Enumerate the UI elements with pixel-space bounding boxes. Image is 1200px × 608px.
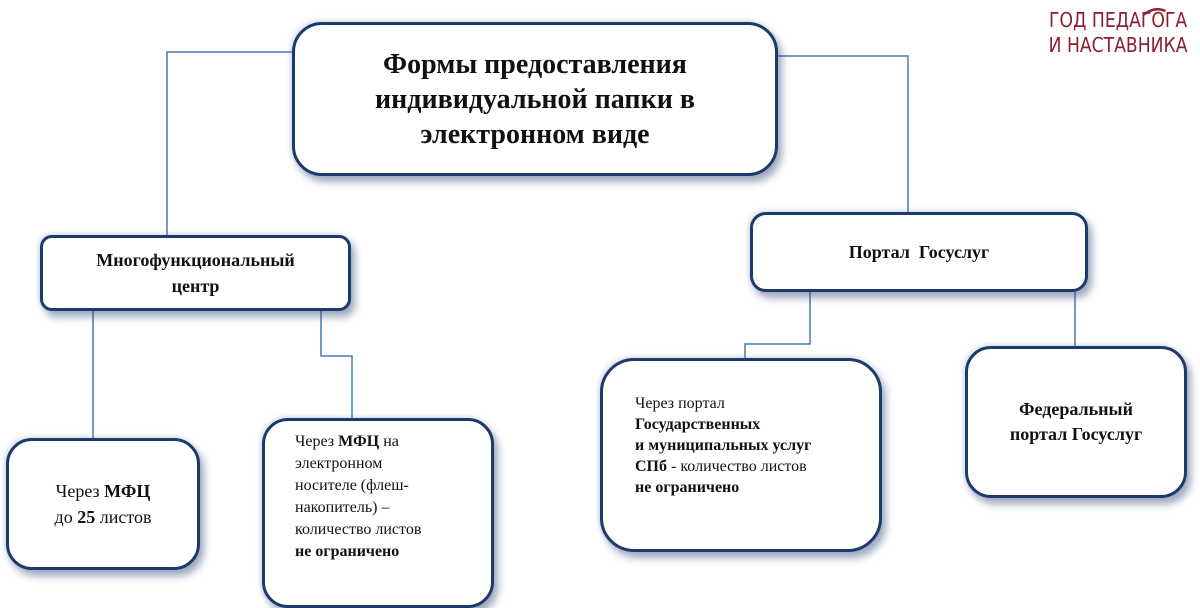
title-line-2: индивидуальной папки в [375, 83, 695, 115]
connector-portal-option-a [744, 292, 811, 358]
connector-title-portal [778, 55, 909, 212]
mfc-electronic-line-5: количество листов [295, 521, 422, 538]
logo-line-2: И НАСТАВНИКА [1049, 33, 1188, 57]
mfc-branch-box: Многофункциональный центр [40, 235, 351, 311]
mfc-electronic-line-2: электронном [295, 455, 383, 472]
mfc-electronic-option-box: Через МФЦ на электронном носителе (флеш-… [262, 418, 494, 608]
mfc-label-line-1: Многофункциональный [96, 250, 295, 270]
mfc-label-line-2: центр [171, 276, 220, 296]
portal-label: Портал Госуслуг [848, 241, 990, 262]
spb-portal-option-box: Через портал Государственных и муниципал… [600, 358, 882, 552]
mfc-paper-option-box: Через МФЦ до 25 листов [6, 438, 200, 570]
spb-portal-line-5: не ограничено [635, 479, 740, 496]
connector-mfc-option-b [320, 311, 353, 418]
title-line-1: Формы предоставления [383, 48, 687, 80]
spb-portal-line-1: Через портал [635, 395, 725, 412]
federal-portal-line-2: портал Госуслуг [1009, 424, 1143, 444]
spb-portal-line-4: СПб - количество листов [635, 458, 807, 475]
title-line-3: электронном виде [420, 118, 650, 150]
portal-branch-box: Портал Госуслуг [750, 212, 1088, 292]
mfc-electronic-line-6: не ограничено [295, 543, 400, 560]
logo-swoosh-icon [1142, 8, 1167, 16]
mfc-paper-line-1: Через МФЦ [55, 481, 151, 501]
spb-portal-line-2: Государственных [635, 416, 761, 433]
mfc-electronic-line-1: Через МФЦ на [295, 433, 399, 450]
diagram-title-box: Формы предоставления индивидуальной папк… [292, 22, 778, 176]
year-of-teacher-logo: ГОД ПЕДАГОГА И НАСТАВНИКА [1049, 8, 1188, 58]
mfc-electronic-line-3: носителе (флеш- [295, 477, 409, 494]
connector-title-mfc [166, 51, 292, 236]
logo-line-1: ГОД ПЕДАГОГА [1049, 8, 1188, 32]
spb-portal-line-3: и муниципальных услуг [635, 437, 812, 454]
mfc-paper-line-2: до 25 листов [54, 507, 152, 527]
federal-portal-line-1: Федеральный [1019, 399, 1133, 419]
mfc-electronic-line-4: накопитель) – [295, 499, 390, 516]
federal-portal-option-box: Федеральный портал Госуслуг [965, 346, 1187, 498]
